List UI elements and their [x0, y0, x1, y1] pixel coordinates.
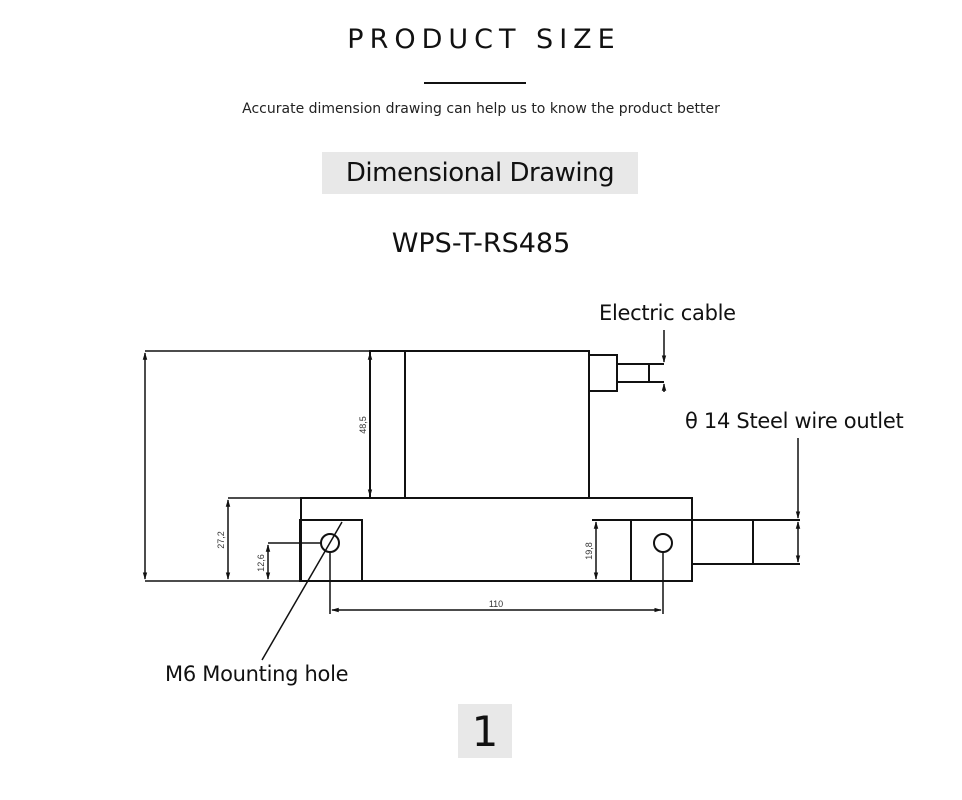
section-heading: Dimensional Drawing — [345, 158, 615, 188]
dim-base-height: 27,2 — [216, 531, 226, 549]
callout-mounting-hole: M6 Mounting hole — [165, 662, 349, 686]
base-plate — [300, 497, 693, 582]
cable-connector — [588, 354, 618, 392]
callout-steel-wire-outlet: θ 14 Steel wire outlet — [685, 409, 904, 433]
cable-stub — [616, 363, 650, 383]
page-number-badge: 1 — [458, 704, 512, 758]
callout-electric-cable: Electric cable — [599, 301, 736, 325]
page-number: 1 — [471, 706, 499, 756]
steel-wire-outlet — [691, 519, 754, 565]
dim-body-height: 48,5 — [358, 416, 368, 434]
mounting-hole-right — [653, 533, 673, 553]
page-subtitle: Accurate dimension drawing can help us t… — [242, 101, 720, 117]
upper-body-outline — [369, 350, 590, 499]
title-underline-divider — [424, 82, 526, 84]
section-heading-box: Dimensional Drawing — [322, 152, 638, 194]
left-mount-block — [299, 519, 363, 582]
dim-hole-spacing: 110 — [489, 599, 503, 609]
dim-block-height: 19,8 — [584, 542, 594, 560]
drawing-outline — [299, 350, 800, 582]
page-title: PRODUCT SIZE — [347, 24, 621, 55]
dim-hole-height: 12,6 — [256, 554, 266, 572]
product-model-name: WPS-T-RS485 — [391, 228, 571, 259]
